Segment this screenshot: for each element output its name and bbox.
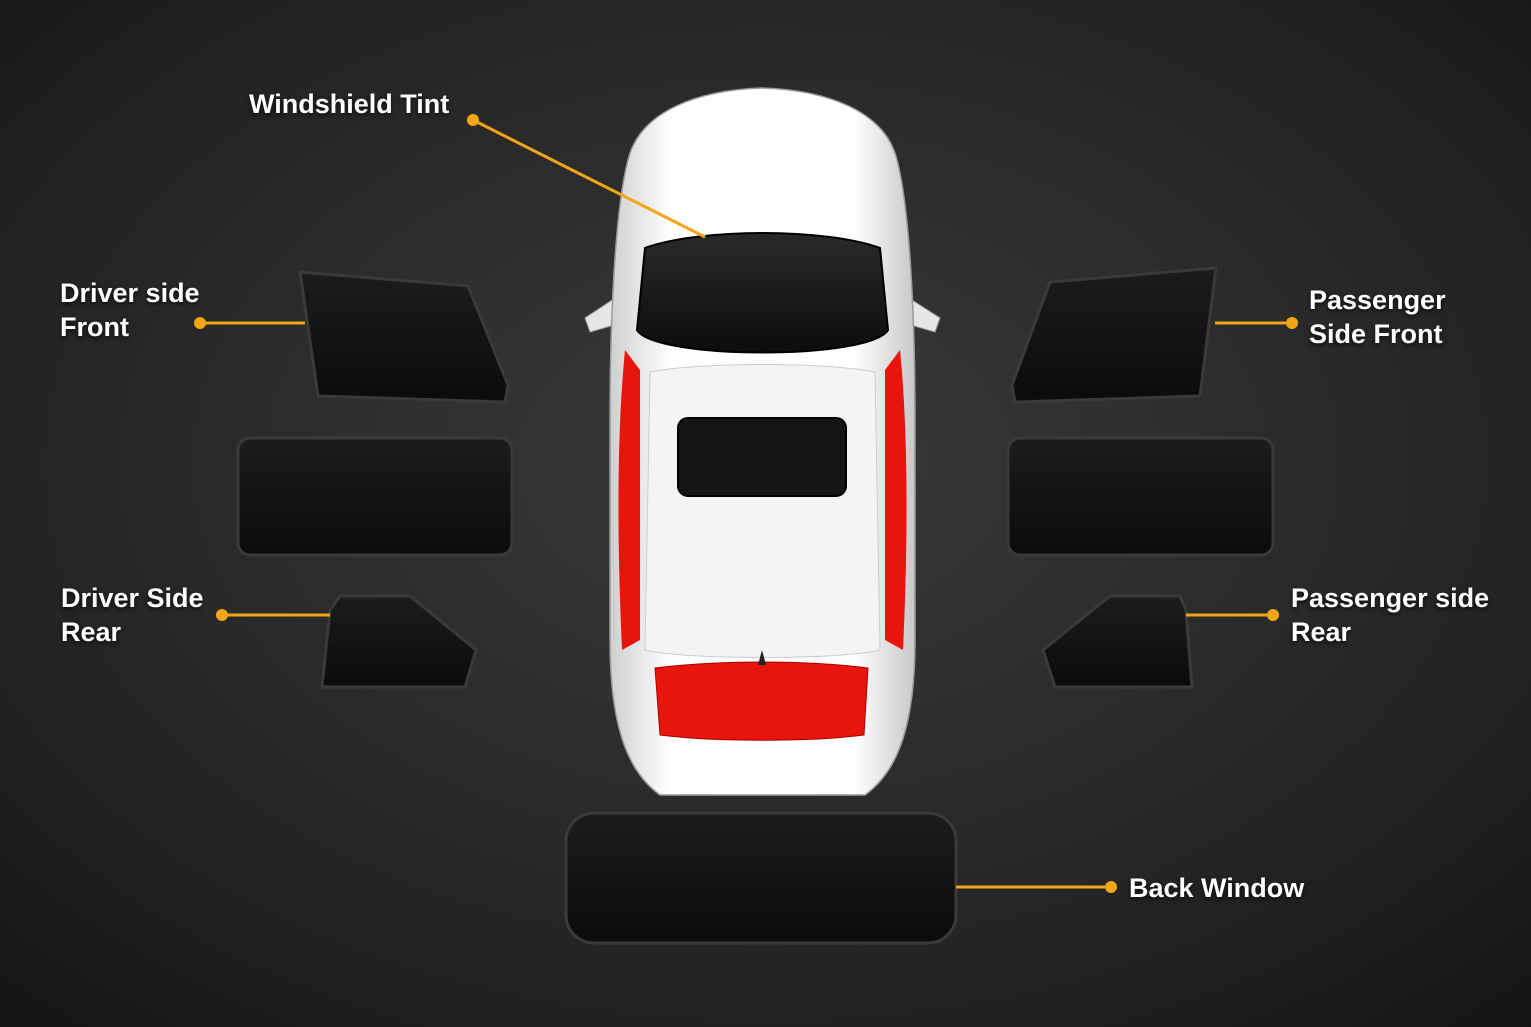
driver-front-film xyxy=(298,270,510,404)
car-roof xyxy=(644,364,881,658)
windshield-leader-dot xyxy=(467,114,479,126)
passenger-front-leader-dot xyxy=(1286,317,1298,329)
driver-rear-leader-dot xyxy=(216,609,228,621)
left-side-windows xyxy=(618,350,640,650)
label-back-window-line1: Back Window xyxy=(1129,873,1305,903)
label-driver-front-line2: Front xyxy=(60,312,129,342)
label-passenger-front-line2: Side Front xyxy=(1309,319,1443,349)
windshield-glass xyxy=(635,232,890,354)
passenger-rear-leader-dot xyxy=(1267,609,1279,621)
back-window-leader-dot xyxy=(1105,881,1117,893)
label-passenger-front: Passenger Side Front xyxy=(1309,283,1446,351)
label-driver-rear-line2: Rear xyxy=(61,617,122,647)
passenger-front-film xyxy=(1010,266,1218,404)
label-back-window: Back Window xyxy=(1129,871,1304,905)
windshield-leader xyxy=(472,118,706,239)
label-driver-front-line1: Driver side xyxy=(60,278,200,308)
driver-front-leader-dot xyxy=(194,317,206,329)
back-window-film xyxy=(564,811,958,945)
label-passenger-rear: Passenger side Rear xyxy=(1291,581,1489,649)
leader-lines xyxy=(194,114,1298,893)
passenger-rear-film xyxy=(1041,594,1194,689)
right-side-windows xyxy=(885,350,907,650)
tint-film-pieces xyxy=(236,266,1275,945)
driver-rear-film xyxy=(320,594,478,689)
label-passenger-front-line1: Passenger xyxy=(1309,285,1446,315)
label-windshield: Windshield Tint xyxy=(249,87,449,121)
label-driver-front: Driver side Front xyxy=(60,276,200,344)
antenna xyxy=(758,650,766,665)
car-top-view xyxy=(584,87,941,796)
rear-window-highlight xyxy=(654,661,869,741)
label-passenger-rear-line1: Passenger side xyxy=(1291,583,1490,613)
sunroof xyxy=(677,417,847,497)
label-passenger-rear-line2: Rear xyxy=(1291,617,1352,647)
passenger-middle-film xyxy=(1006,436,1275,557)
label-windshield-line1: Windshield Tint xyxy=(249,89,450,119)
label-driver-rear-line1: Driver Side xyxy=(61,583,204,613)
driver-middle-film xyxy=(236,436,514,557)
label-driver-rear: Driver Side Rear xyxy=(61,581,204,649)
